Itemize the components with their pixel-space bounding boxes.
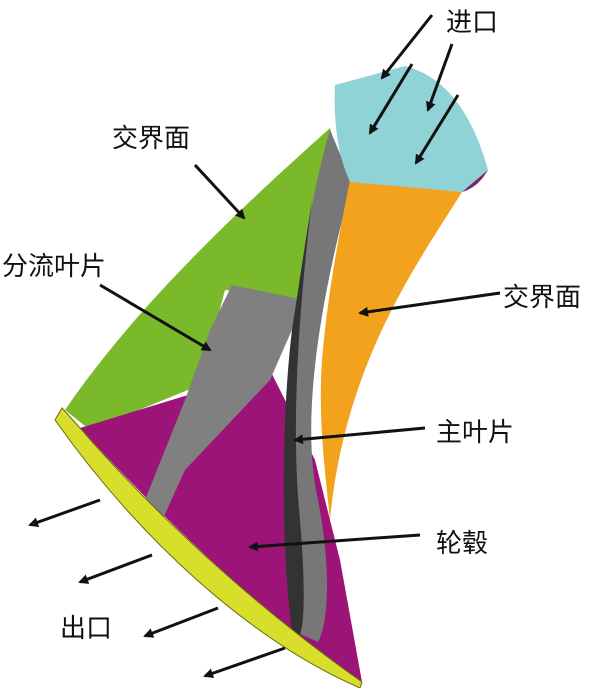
interface-right-arrow — [358, 291, 501, 317]
splitter-blade-arrow — [99, 283, 212, 352]
outlet-arrow — [78, 553, 153, 584]
hub-arrow — [248, 533, 421, 552]
hub-label: 轮毂 — [436, 529, 489, 559]
splitter-blade-label: 分流叶片 — [2, 252, 107, 282]
interface-left-arrow — [193, 163, 246, 220]
inlet-arrow — [414, 94, 460, 165]
main-blade — [284, 130, 352, 642]
inlet-surface — [334, 66, 488, 192]
interface-surface-left — [65, 128, 345, 430]
main-blade-label: 主叶片 — [436, 418, 515, 448]
flow-arrows — [28, 14, 501, 679]
inlet-label: 进口 — [446, 8, 499, 38]
outlet-arrow — [143, 606, 219, 638]
inlet-arrow — [380, 14, 434, 80]
interface-left-label: 交界面 — [112, 124, 191, 154]
inlet-arrow — [426, 43, 454, 112]
interface-surface-right — [320, 180, 462, 520]
outlet-arrow — [203, 646, 286, 679]
splitter-blade — [145, 285, 305, 525]
main-blade-arrow — [293, 426, 426, 445]
main-blade-shadow — [283, 200, 312, 635]
inlet-arrow — [368, 63, 414, 135]
outlet-label: 出口 — [60, 614, 113, 644]
inlet-edge — [462, 170, 488, 192]
outlet-arrow — [28, 498, 101, 528]
outlet-rim — [54, 407, 363, 688]
interface-right-label: 交界面 — [503, 283, 582, 313]
